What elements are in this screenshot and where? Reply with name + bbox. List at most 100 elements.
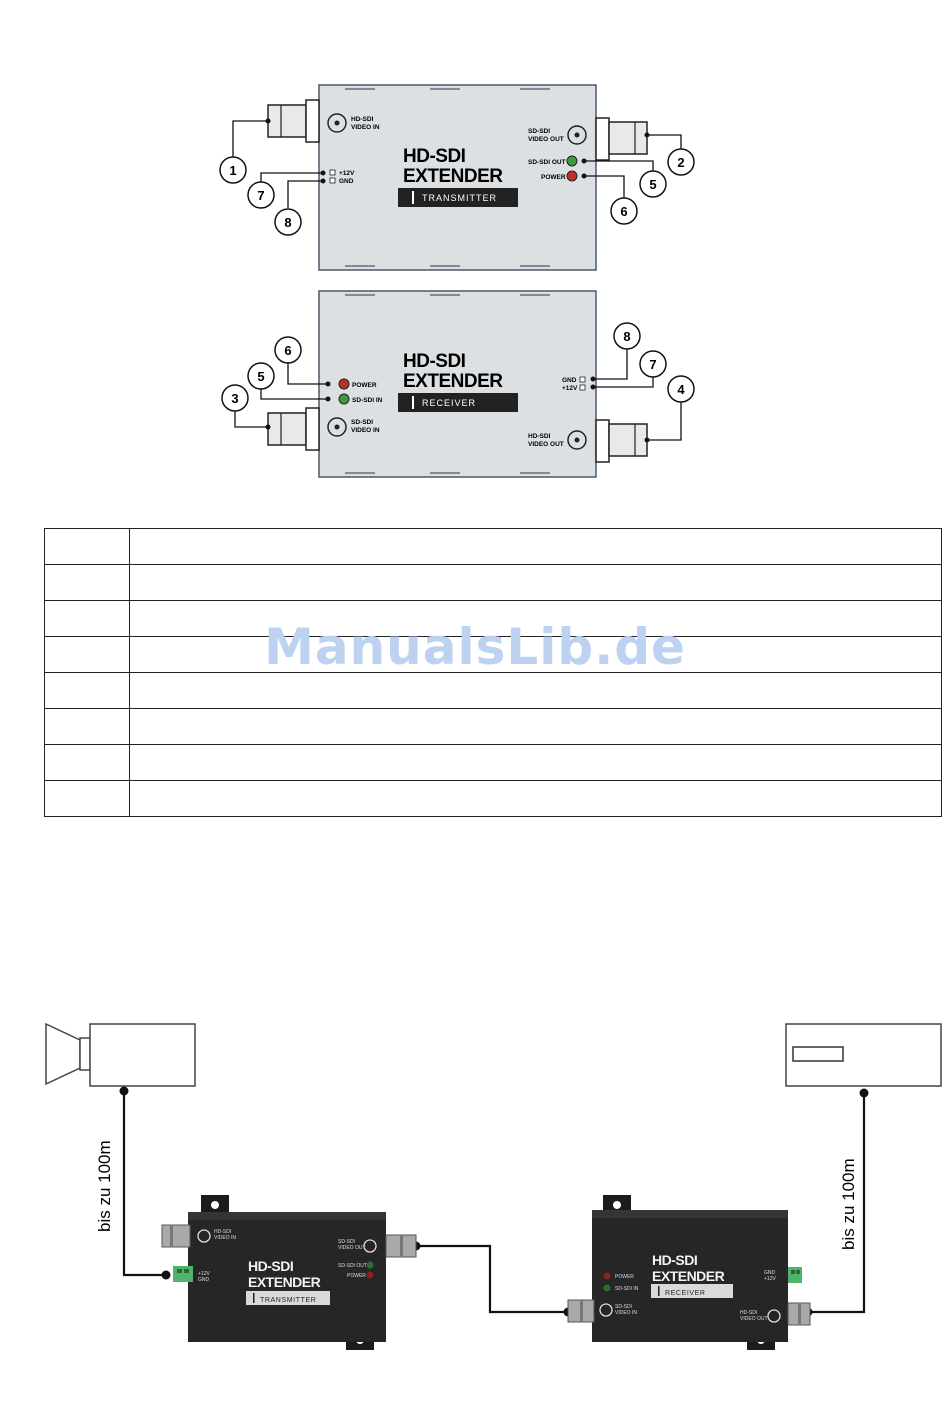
tx-callout-5: 5 (649, 177, 656, 192)
rx-out-label-2: VIDEO OUT (528, 441, 564, 448)
legend-description-cell (129, 564, 942, 601)
legend-description-cell (129, 636, 942, 673)
monitor-icon (785, 1023, 942, 1087)
tx-photo-in-1: HD-SDI (214, 1229, 231, 1235)
rx-out-label-1: HD-SDI (528, 433, 551, 440)
rx-callout-4: 4 (677, 382, 685, 397)
legend-row (44, 744, 942, 781)
transmitter-bnc-in-connector (267, 99, 320, 143)
tx-callout-7: 7 (257, 188, 264, 203)
legend-row (44, 528, 942, 565)
tx-title-line2: EXTENDER (403, 166, 503, 187)
rx-badge-text: RECEIVER (422, 398, 476, 408)
tx-led-green (566, 155, 578, 167)
rx-photo-in-2: VIDEO IN (615, 1310, 637, 1316)
rx-photo-title-2: EXTENDER (652, 1268, 725, 1284)
rx-photo-led-in: SD-SDI IN (615, 1286, 639, 1292)
rx-callout-7: 7 (649, 357, 656, 372)
tx-callout-2: 2 (677, 155, 684, 170)
tx-photo-out-2: VIDEO OUT (338, 1245, 366, 1251)
rx-photo-title-1: HD-SDI (652, 1252, 697, 1268)
legend-row (44, 708, 942, 745)
tx-photo-in-2: VIDEO IN (214, 1235, 236, 1241)
rx-photo-in-1: SD-SDI (615, 1304, 632, 1310)
rx-led-green (338, 393, 350, 405)
receiver-diagram: SD-SDI VIDEO IN HD-SDI VIDEO OUT HD-SDI … (221, 290, 695, 478)
tx-gnd-label: GND (339, 178, 354, 185)
rx-callout-6: 6 (284, 343, 291, 358)
tx-photo-out-1: SD-SDI (338, 1239, 355, 1245)
tx-photo-title-2: EXTENDER (248, 1274, 321, 1290)
legend-description-cell (129, 528, 942, 565)
tx-callout-6: 6 (620, 204, 627, 219)
rx-badge (398, 393, 518, 412)
tx-led-out-label: SD-SDI OUT (528, 159, 566, 166)
legend-row (44, 600, 942, 637)
legend-number-cell (44, 672, 130, 709)
legend-number-cell (44, 744, 130, 781)
transmitter-bnc-out-connector (595, 117, 648, 161)
rx-callout-8: 8 (623, 329, 630, 344)
receiver-bnc-in-connector (267, 407, 320, 451)
transmitter-housing (318, 84, 597, 271)
receiver-bnc-out-connector (595, 419, 648, 463)
right-distance-label: bis zu 100m (839, 1158, 858, 1250)
tx-photo-12v: +12V (198, 1271, 210, 1277)
legend-row (44, 780, 942, 817)
rx-gnd-label: GND (562, 377, 577, 384)
tx-badge-text: TRANSMITTER (422, 193, 497, 203)
rx-photo-badge: RECEIVER (665, 1290, 706, 1297)
tx-led-red (566, 170, 578, 182)
rx-title-line2: EXTENDER (403, 371, 503, 392)
legend-description-cell (129, 708, 942, 745)
legend-row (44, 672, 942, 709)
rx-led-in-label: SD-SDI IN (352, 397, 383, 404)
tx-in-label-1: HD-SDI (351, 116, 374, 123)
tx-photo-led-power: POWER (347, 1273, 366, 1279)
tx-in-label-2: VIDEO IN (351, 124, 380, 131)
rx-photo-12v: +12V (764, 1276, 776, 1282)
legend-table (44, 528, 942, 817)
tx-out-label-1: SD-SDI (528, 128, 550, 135)
rx-in-label-1: SD-SDI (351, 419, 373, 426)
rx-photo-gnd: GND (764, 1270, 776, 1276)
legend-number-cell (44, 528, 130, 565)
legend-row (44, 564, 942, 601)
tx-badge (398, 188, 518, 207)
legend-description-cell (129, 672, 942, 709)
left-distance-label: bis zu 100m (95, 1140, 114, 1232)
tx-callout-8: 8 (284, 215, 291, 230)
rx-12v-label: +12V (562, 385, 578, 392)
receiver-unit-photo: POWER SD-SDI IN SD-SDI VIDEO IN HD-SDI V… (567, 1195, 811, 1350)
legend-number-cell (44, 708, 130, 745)
legend-description-cell (129, 600, 942, 637)
rx-callout-5: 5 (257, 369, 264, 384)
tx-photo-badge: TRANSMITTER (260, 1297, 316, 1304)
rx-photo-led-power: POWER (615, 1274, 634, 1280)
rx-photo-out-2: VIDEO OUT (740, 1316, 768, 1322)
tx-out-label-2: VIDEO OUT (528, 136, 564, 143)
tx-title-line1: HD-SDI (403, 146, 466, 167)
rx-led-power-label: POWER (352, 382, 377, 389)
transmitter-diagram: HD-SDI VIDEO IN SD-SDI VIDEO OUT HD-SDI … (219, 84, 695, 271)
rx-led-red (338, 378, 350, 390)
rx-callout-3: 3 (231, 391, 238, 406)
legend-description-cell (129, 744, 942, 781)
tx-photo-gnd: GND (198, 1277, 210, 1283)
legend-number-cell (44, 636, 130, 673)
rx-title-line1: HD-SDI (403, 351, 466, 372)
tx-12v-label: +12V (339, 170, 355, 177)
legend-number-cell (44, 600, 130, 637)
rx-in-label-2: VIDEO IN (351, 427, 380, 434)
transmitter-unit-photo: HD-SDI VIDEO IN SD-SDI VIDEO OUT SD-SDI … (161, 1195, 417, 1350)
tx-photo-led-out: SD-SDI OUT (338, 1263, 367, 1269)
tx-callout-1: 1 (229, 163, 236, 178)
legend-row (44, 636, 942, 673)
tx-led-power-label: POWER (541, 174, 566, 181)
legend-number-cell (44, 564, 130, 601)
tx-photo-title-1: HD-SDI (248, 1258, 293, 1274)
connection-diagram: HD-SDI VIDEO IN SD-SDI VIDEO OUT SD-SDI … (45, 1022, 942, 1350)
legend-number-cell (44, 780, 130, 817)
rx-photo-out-1: HD-SDI (740, 1310, 757, 1316)
camera-icon (45, 1022, 196, 1087)
